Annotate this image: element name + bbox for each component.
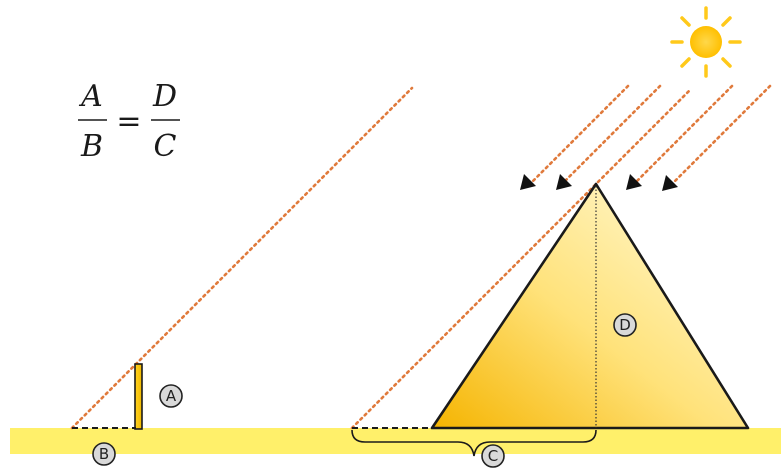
- arrowhead-4: [662, 175, 678, 191]
- formula-numerator-right: D: [152, 79, 177, 114]
- pyramid: [432, 184, 748, 428]
- ratio-formula: A B = D C: [78, 79, 180, 164]
- ray-arrow-1: [531, 86, 628, 183]
- ray-stick: [72, 88, 412, 428]
- label-a-badge: A: [160, 385, 182, 407]
- formula-denominator-left: B: [80, 129, 103, 164]
- label-b-badge: B: [93, 443, 115, 465]
- sun-icon: [672, 8, 740, 76]
- ground: [10, 428, 781, 454]
- formula-equals: =: [116, 104, 141, 139]
- label-d: D: [619, 316, 631, 334]
- label-a: A: [166, 387, 177, 405]
- ray-arrow-3: [636, 86, 732, 182]
- label-d-badge: D: [614, 314, 636, 336]
- formula-numerator-left: A: [78, 79, 103, 114]
- ray-arrow-4: [672, 86, 770, 184]
- label-c: C: [488, 447, 498, 465]
- stick: [135, 364, 142, 429]
- label-c-badge: C: [482, 445, 504, 467]
- formula-denominator-right: C: [154, 129, 177, 164]
- label-b: B: [99, 445, 109, 463]
- arrowhead-3: [626, 174, 642, 190]
